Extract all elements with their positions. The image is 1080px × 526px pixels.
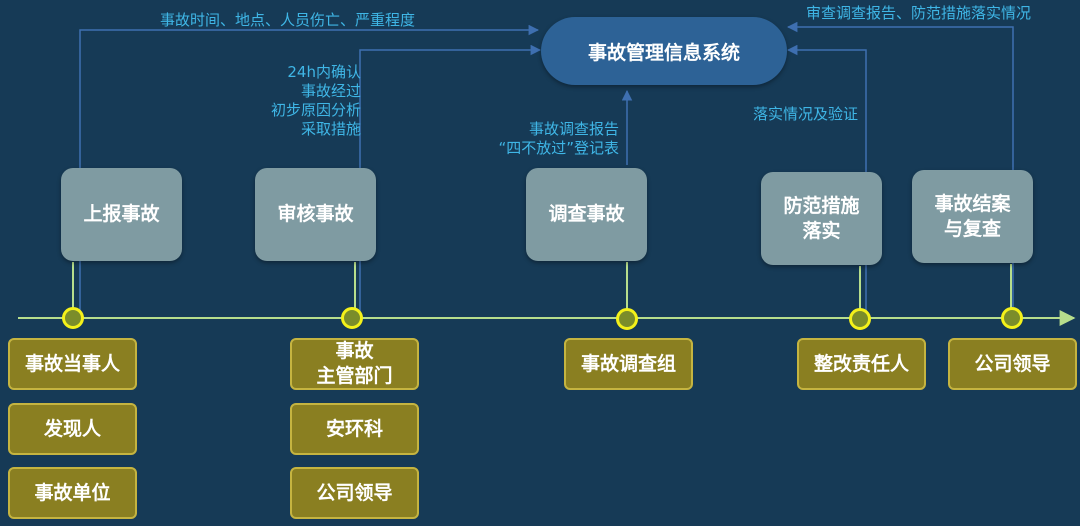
role-investigation-team: 事故调查组 (564, 338, 693, 390)
role-company-leader-close: 公司领导 (948, 338, 1077, 390)
timeline-node-investigate (616, 308, 638, 330)
annotation-report-info: 事故时间、地点、人员伤亡、严重程度 (160, 11, 416, 29)
stage-review-accident: 审核事故 (255, 168, 376, 261)
annotation-implementation-info: 落实情况及验证 (753, 105, 859, 123)
role-accident-party: 事故当事人 (8, 338, 137, 390)
stage-report-accident: 上报事故 (61, 168, 182, 261)
role-rectification-owner: 整改责任人 (797, 338, 926, 390)
stage-closure-review: 事故结案 与复查 (912, 170, 1033, 263)
annotation-investigation-info: 事故调查报告 “四不放过”登记表 (498, 120, 619, 157)
timeline-node-review (341, 307, 363, 329)
stage-preventive-measures: 防范措施 落实 (761, 172, 882, 265)
timeline-node-close (1001, 307, 1023, 329)
timeline-node-report (62, 307, 84, 329)
role-discoverer: 发现人 (8, 403, 137, 455)
feed-review (359, 44, 542, 318)
role-accident-unit: 事故单位 (8, 467, 137, 519)
annotation-review-info: 24h内确认 事故经过 初步原因分析 采取措施 (270, 63, 361, 138)
role-company-leader-review: 公司领导 (290, 467, 419, 519)
role-supervising-department: 事故 主管部门 (290, 338, 419, 390)
role-safety-environment-section: 安环科 (290, 403, 419, 455)
timeline-node-implement (849, 308, 871, 330)
stage-investigate-accident: 调查事故 (526, 168, 647, 261)
annotation-closure-info: 审查调查报告、防范措施落实情况 (806, 4, 1032, 22)
accident-management-system: 事故管理信息系统 (541, 17, 787, 85)
